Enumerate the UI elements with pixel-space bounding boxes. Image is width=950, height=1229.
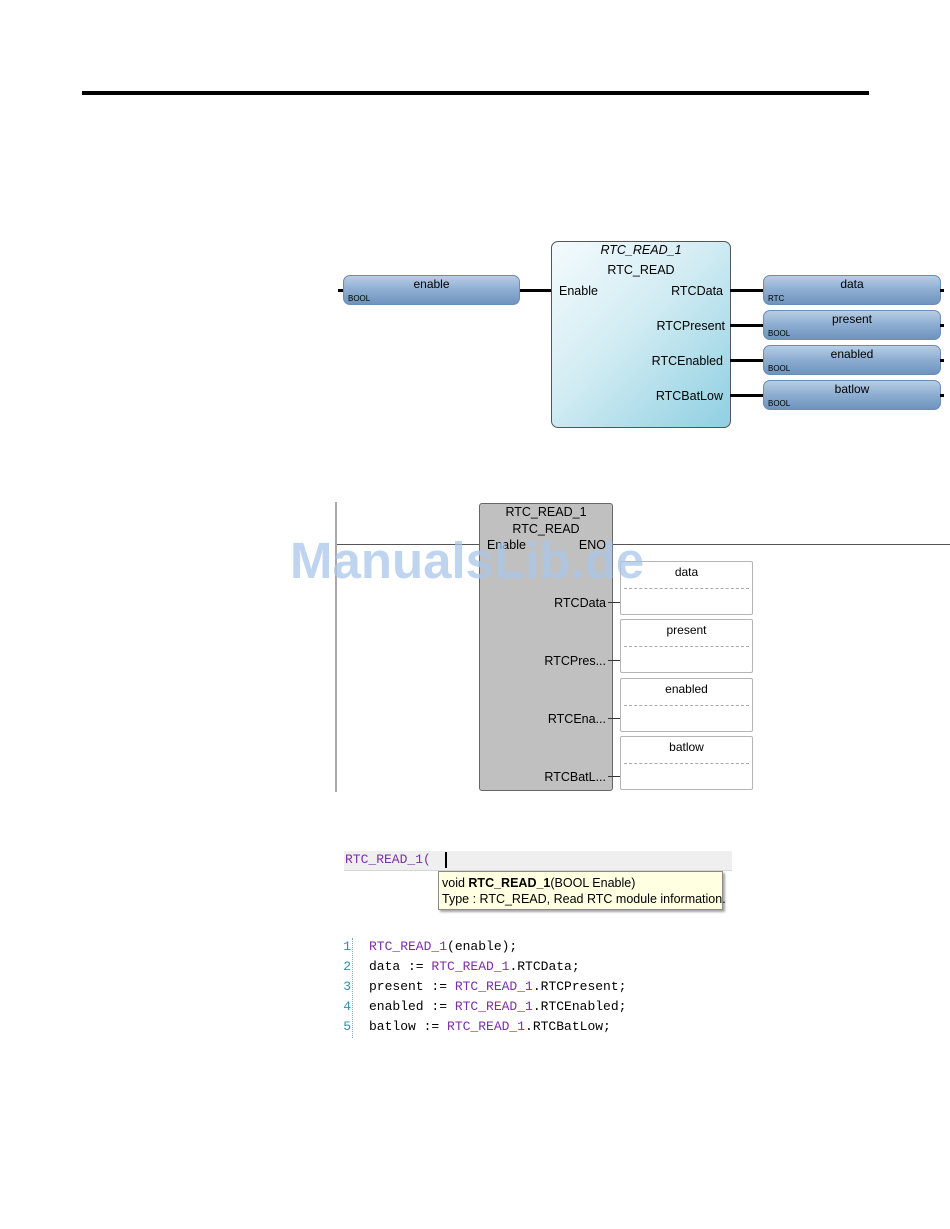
- ld-var-data[interactable]: data: [620, 561, 753, 615]
- ld-pin-rtcdata: RTCData: [554, 596, 606, 610]
- ld-var-enabled[interactable]: enabled: [620, 678, 753, 732]
- ld-var-name: enabled: [665, 682, 708, 696]
- ld-instance-name: RTC_READ_1: [505, 505, 587, 519]
- fbd-var-type: BOOL: [768, 364, 791, 373]
- ld-rtcpresent-wire: [608, 660, 621, 661]
- st-edit-line[interactable]: [344, 851, 732, 871]
- rtcbatlow-wire: [730, 394, 764, 397]
- batlow-right-stub: [940, 394, 944, 397]
- ld-rtcenabled-wire: [608, 718, 621, 719]
- ld-rtcbatlow-wire: [608, 776, 621, 777]
- ld-enable-wire: [337, 544, 481, 545]
- ld-var-divider: [624, 763, 749, 764]
- line-number: 2: [343, 959, 351, 974]
- ld-var-divider: [624, 646, 749, 647]
- fbd-var-name: present: [831, 312, 873, 326]
- line-number: 3: [343, 979, 351, 994]
- fbd-var-type: RTC: [768, 294, 785, 303]
- enable-wire: [520, 289, 555, 292]
- code-line-2[interactable]: data := RTC_READ_1.RTCData;: [369, 959, 580, 974]
- code-line-5[interactable]: batlow := RTC_READ_1.RTCBatLow;: [369, 1019, 611, 1034]
- ld-pin-rtcbatlow: RTCBatL...: [544, 770, 606, 784]
- st-typed-text[interactable]: RTC_READ_1(: [345, 852, 431, 867]
- code-gutter-divider: [352, 938, 353, 1038]
- fbd-var-name: batlow: [834, 382, 870, 396]
- fbd-var-type: BOOL: [348, 294, 371, 303]
- fbd-var-enable[interactable]: enable BOOL: [343, 275, 520, 305]
- top-rule: [82, 91, 869, 95]
- rtcpresent-wire: [730, 324, 764, 327]
- ld-var-name: data: [674, 565, 699, 579]
- watermark: ManualsLib.de: [290, 532, 645, 589]
- ld-var-divider: [624, 588, 749, 589]
- code-line-1[interactable]: RTC_READ_1(enable);: [369, 939, 518, 954]
- line-number: 5: [343, 1019, 351, 1034]
- code-line-4[interactable]: enabled := RTC_READ_1.RTCEnabled;: [369, 999, 627, 1014]
- ld-rtcdata-wire: [608, 602, 621, 603]
- rtcenabled-wire: [730, 359, 764, 362]
- tooltip-description: Type : RTC_READ, Read RTC module informa…: [442, 892, 726, 906]
- signature-tooltip: void RTC_READ_1(BOOL Enable) Type : RTC_…: [438, 871, 726, 910]
- tooltip-signature: void RTC_READ_1(BOOL Enable): [442, 875, 722, 891]
- line-number: 1: [343, 939, 351, 954]
- ld-function-block[interactable]: RTC_READ_1 RTC_READ Enable ENO RTCData R…: [479, 503, 613, 791]
- fbd-var-data[interactable]: data RTC: [763, 275, 941, 305]
- text-caret: [445, 852, 447, 868]
- fbd-pin-rtcenabled: RTCEnabled: [651, 354, 723, 368]
- fbd-pin-rtcpresent: RTCPresent: [656, 319, 725, 333]
- tooltip-return-type: void: [442, 876, 469, 890]
- ld-pin-rtcenabled: RTCEna...: [547, 712, 606, 726]
- enabled-right-stub: [940, 359, 944, 362]
- rtcdata-wire: [730, 289, 764, 292]
- ld-var-divider: [624, 705, 749, 706]
- data-right-stub: [940, 289, 944, 292]
- ld-var-name: present: [666, 623, 707, 637]
- present-right-stub: [940, 324, 944, 327]
- ld-var-name: batlow: [669, 740, 704, 754]
- ld-block-type: RTC_READ: [512, 522, 580, 536]
- fbd-var-present[interactable]: present BOOL: [763, 310, 941, 340]
- enable-left-stub: [338, 289, 344, 292]
- fbd-var-name: enable: [413, 277, 450, 291]
- fbd-pin-rtcdata: RTCData: [671, 284, 723, 298]
- fbd-var-type: BOOL: [768, 399, 791, 408]
- fbd-var-type: BOOL: [768, 329, 791, 338]
- fbd-instance-name: RTC_READ_1: [600, 243, 682, 257]
- ld-eno-wire: [612, 544, 950, 545]
- code-line-3[interactable]: present := RTC_READ_1.RTCPresent;: [369, 979, 627, 994]
- fbd-var-batlow[interactable]: batlow BOOL: [763, 380, 941, 410]
- tooltip-params: (BOOL Enable): [550, 876, 636, 890]
- ld-power-rail: [335, 502, 337, 792]
- ld-var-batlow[interactable]: batlow: [620, 736, 753, 790]
- fbd-var-enabled[interactable]: enabled BOOL: [763, 345, 941, 375]
- line-number: 4: [343, 999, 351, 1014]
- fbd-var-name: enabled: [830, 347, 874, 361]
- ld-var-present[interactable]: present: [620, 619, 753, 673]
- ld-pin-enable: Enable: [487, 538, 526, 552]
- ld-pin-rtcpresent: RTCPres...: [544, 654, 606, 668]
- fbd-pin-enable: Enable: [559, 284, 598, 298]
- fbd-block-type: RTC_READ: [607, 263, 675, 277]
- tooltip-function-name: RTC_READ_1: [468, 876, 551, 890]
- ld-pin-eno: ENO: [578, 538, 606, 552]
- fbd-function-block[interactable]: RTC_READ_1 RTC_READ Enable RTCData RTCPr…: [551, 241, 731, 428]
- fbd-var-name: data: [840, 277, 864, 291]
- fbd-pin-rtcbatlow: RTCBatLow: [655, 389, 723, 403]
